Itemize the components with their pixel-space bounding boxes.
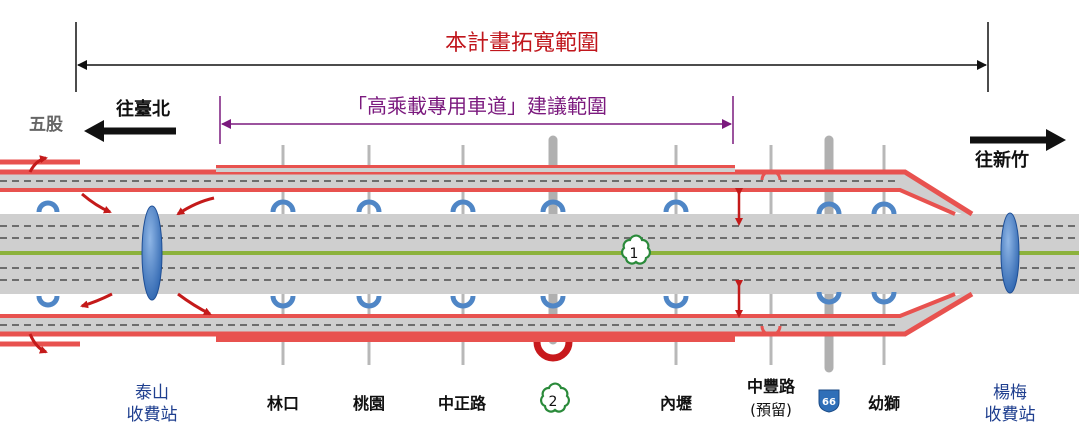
taishan-toll-label-line1: 泰山 [135, 383, 169, 403]
yangmei-toll-label-line1: 楊梅 [993, 383, 1027, 403]
route-66-shield: 66 [818, 389, 840, 413]
ramp-loop-66-top [816, 201, 842, 215]
taishan-toll-station [141, 205, 163, 301]
ramp-loop-taishan-bottom [36, 295, 60, 308]
zhongfeng-label-line2: (預留) [750, 401, 792, 419]
yangmei-toll-label-line2: 收費站 [985, 405, 1036, 425]
plum-blossom-icon [540, 382, 570, 413]
interchange-label-linkou: 林口 [267, 394, 299, 413]
hov-span-label: 「高乘載專用車道」建議範圍 [347, 94, 607, 118]
zhongfeng-reserved-loop-bottom [760, 325, 782, 337]
project-span-title: 本計畫拓寬範圍 [445, 31, 599, 56]
upper-hov-strip [216, 168, 735, 172]
ramp-loop-linkou-top [270, 199, 296, 213]
direction-north-label: 往臺北 [116, 98, 170, 120]
direction-south-label: 往新竹 [975, 149, 1029, 171]
ramp-loop-66-bottom [816, 291, 842, 305]
weave-arrow-wugu-down [28, 333, 48, 354]
lower-widening-inner [0, 292, 956, 318]
ramp-loop-fw2-bottom [540, 295, 566, 309]
wugu-label: 五股 [29, 115, 63, 135]
freeway-1-shield: 1 [621, 234, 651, 265]
ramp-loops [36, 199, 897, 309]
ramp-loop-neili-bottom [663, 295, 689, 309]
interchange-label-youshi: 幼獅 [868, 394, 900, 413]
ramp-loop-taoyuan-top [356, 199, 382, 213]
direction-north-arrowhead [84, 120, 104, 142]
ramp-loop-linkou-bottom [270, 295, 296, 309]
yangmei-toll-station [1000, 212, 1020, 294]
weave-arrow-taishan-down-right [177, 292, 212, 316]
weave-arrow-wugu-up [28, 155, 48, 173]
ramp-loop-neili-top [663, 199, 689, 213]
zhongfeng-reserved-loop-top [760, 169, 782, 181]
freeway-2-shield: 2 [540, 382, 570, 413]
zhongfeng-label-line1: 中豐路 [747, 377, 796, 396]
taishan-toll-label-line2: 收費站 [127, 405, 178, 425]
weave-arrow-taishan-up-right [176, 196, 215, 216]
weave-arrow-taishan-up-left [81, 192, 112, 214]
ramp-loop-zhongzheng-bottom [450, 295, 476, 309]
ramp-loop-taishan-top [36, 200, 60, 213]
lower-widening-outer [0, 291, 974, 337]
weave-arrows [28, 155, 215, 354]
interchange-label-zhongzheng: 中正路 [438, 394, 487, 413]
route-66-number: 66 [822, 397, 836, 408]
upper-widening-band [0, 172, 972, 218]
interchange-label-neili: 內壢 [660, 394, 692, 413]
ramp-loop-youshi-top [871, 201, 897, 215]
freeway-1-number: 1 [630, 246, 639, 262]
route-shield-icon [818, 389, 840, 413]
interchange-label-taoyuan: 桃園 [353, 394, 385, 413]
freeway-2-number: 2 [549, 394, 558, 410]
ramp-loop-zhongzheng-top [450, 199, 476, 213]
plum-blossom-icon [621, 234, 651, 265]
upper-widening-inner [0, 188, 956, 216]
ramp-loop-fw2-top [540, 199, 566, 213]
lower-widening-band [0, 290, 972, 334]
ramp-loop-taoyuan-bottom [356, 295, 382, 309]
fw2-system-loop [533, 341, 573, 362]
ramp-loop-youshi-bottom [871, 291, 897, 305]
weave-arrow-taishan-down-left [80, 292, 113, 309]
direction-south-arrowhead [1046, 129, 1066, 151]
